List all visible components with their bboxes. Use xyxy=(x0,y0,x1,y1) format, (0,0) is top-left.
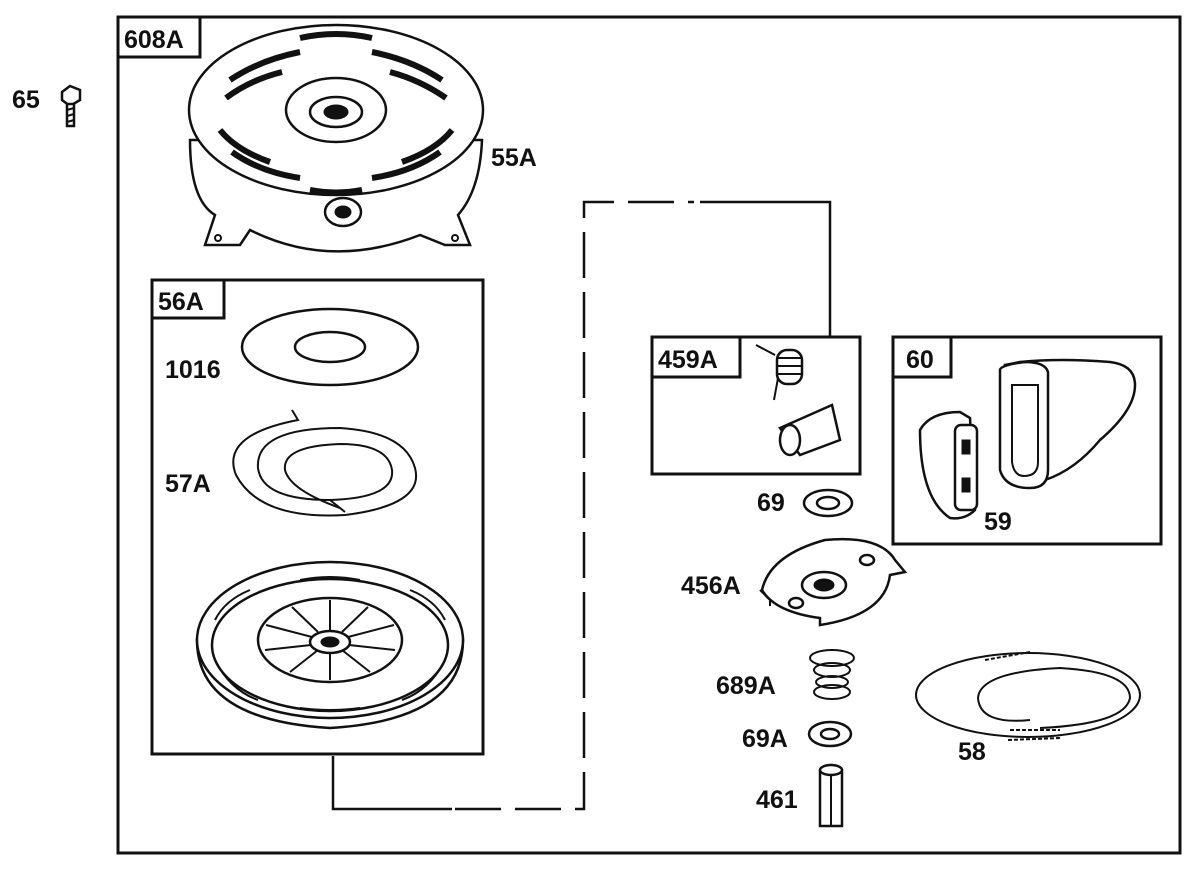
pawl-spring-icon[interactable] xyxy=(755,344,804,401)
pawl-icon[interactable] xyxy=(778,403,842,457)
screw-65-icon[interactable] xyxy=(60,84,82,128)
label-58: 58 xyxy=(958,738,986,766)
main-assembly-frame xyxy=(116,15,1182,855)
handle-kit-frame xyxy=(891,335,1163,546)
spring-689A-icon[interactable] xyxy=(809,649,855,700)
handle-grip-icon[interactable] xyxy=(998,358,1137,490)
tag-box-56A xyxy=(150,278,226,320)
label-456A: 456A xyxy=(681,572,741,600)
handle-insert-icon[interactable] xyxy=(918,410,979,520)
label-65: 65 xyxy=(12,86,40,114)
starter-housing-55A-icon[interactable] xyxy=(187,23,485,253)
label-461: 461 xyxy=(756,786,798,814)
pulley-kit-frame xyxy=(150,278,485,756)
label-57A: 57A xyxy=(165,470,211,498)
rope-58-icon[interactable] xyxy=(915,651,1141,741)
washer-69-icon[interactable] xyxy=(802,488,854,518)
rewind-spring-57A-icon[interactable] xyxy=(232,409,418,517)
retainer-456A-icon[interactable] xyxy=(759,538,908,627)
washer-69A-icon[interactable] xyxy=(807,720,853,748)
tag-459A: 459A xyxy=(658,346,718,374)
washer-1016-icon[interactable] xyxy=(240,307,420,387)
tag-60: 60 xyxy=(906,346,934,374)
pin-461-icon[interactable] xyxy=(818,763,844,828)
label-689A: 689A xyxy=(716,672,776,700)
tag-56A: 56A xyxy=(158,288,204,316)
label-59: 59 xyxy=(984,508,1012,536)
label-69: 69 xyxy=(757,489,785,517)
label-1016: 1016 xyxy=(165,356,221,384)
tag-box-608A xyxy=(116,15,202,59)
pawl-kit-frame xyxy=(650,335,862,476)
tag-box-459A xyxy=(650,335,742,379)
label-69A: 69A xyxy=(742,725,788,753)
pulley-icon[interactable] xyxy=(195,560,465,730)
tag-box-60 xyxy=(891,335,953,379)
tag-608A: 608A xyxy=(124,26,184,54)
label-55A: 55A xyxy=(491,144,537,172)
